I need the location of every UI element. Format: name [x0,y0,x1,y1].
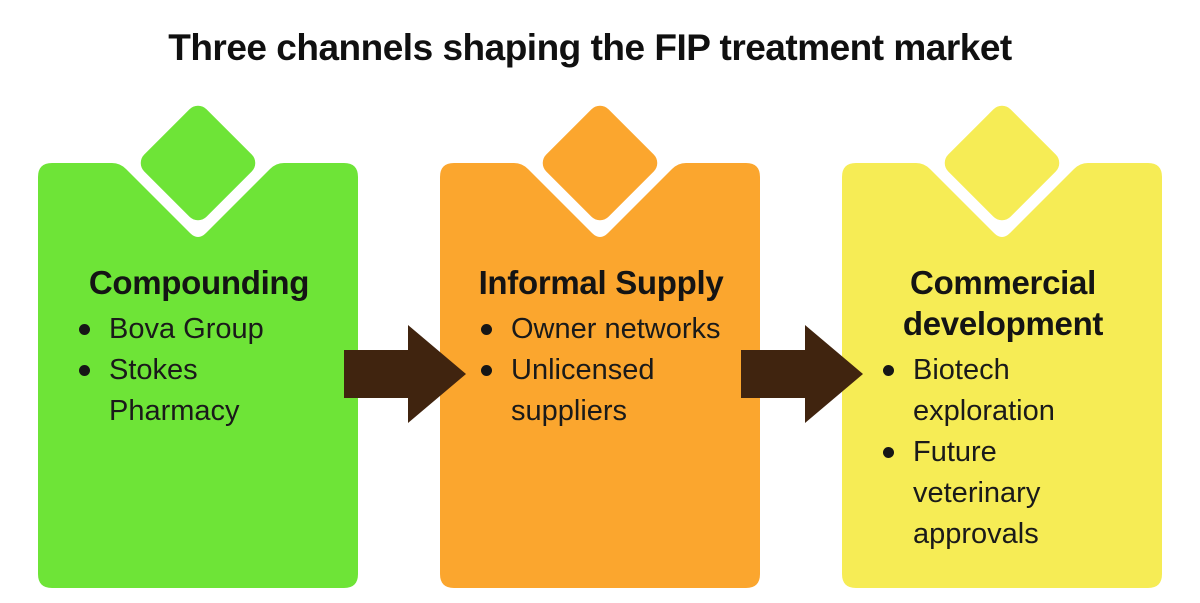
card-shape-commercial-development [842,105,1162,588]
card-shape-compounding [38,105,358,588]
bullet-item: Future veterinary approvals [883,432,1145,555]
bullet-item: Unlicensed suppliers [481,350,743,432]
diamond-icon [542,105,658,221]
card-informal-supply: Informal Supply Owner networks Unlicense… [459,262,743,432]
right-arrow-shape [741,325,863,423]
notched-card-body [38,163,358,588]
bullet-list: Biotech exploration Future veterinary ap… [861,350,1145,555]
card-heading: Compounding [88,264,310,301]
right-arrow-shape [344,325,466,423]
right-arrow-icon [344,325,466,423]
notched-card-body [440,163,760,588]
bullet-item: Bova Group [79,309,341,350]
page-title: Three channels shaping the FIP treatment… [168,27,1012,68]
bullet-item: Biotech exploration [883,350,1145,432]
diamond-icon [140,105,256,221]
card-heading: Informal Supply [478,264,724,301]
bullet-item: Owner networks [481,309,743,350]
bullet-item: Stokes Pharmacy [79,350,341,432]
right-arrow-icon [741,325,863,423]
notched-card-body [842,163,1162,588]
card-commercial-development: Commercial development Biotech explorati… [861,262,1145,555]
diamond-icon [944,105,1060,221]
bullet-list: Owner networks Unlicensed suppliers [459,309,743,432]
bullet-list: Bova Group Stokes Pharmacy [57,309,341,432]
card-compounding: Compounding Bova Group Stokes Pharmacy [57,262,341,432]
card-heading: Commercial development [902,264,1104,342]
card-shape-informal-supply [440,105,760,588]
